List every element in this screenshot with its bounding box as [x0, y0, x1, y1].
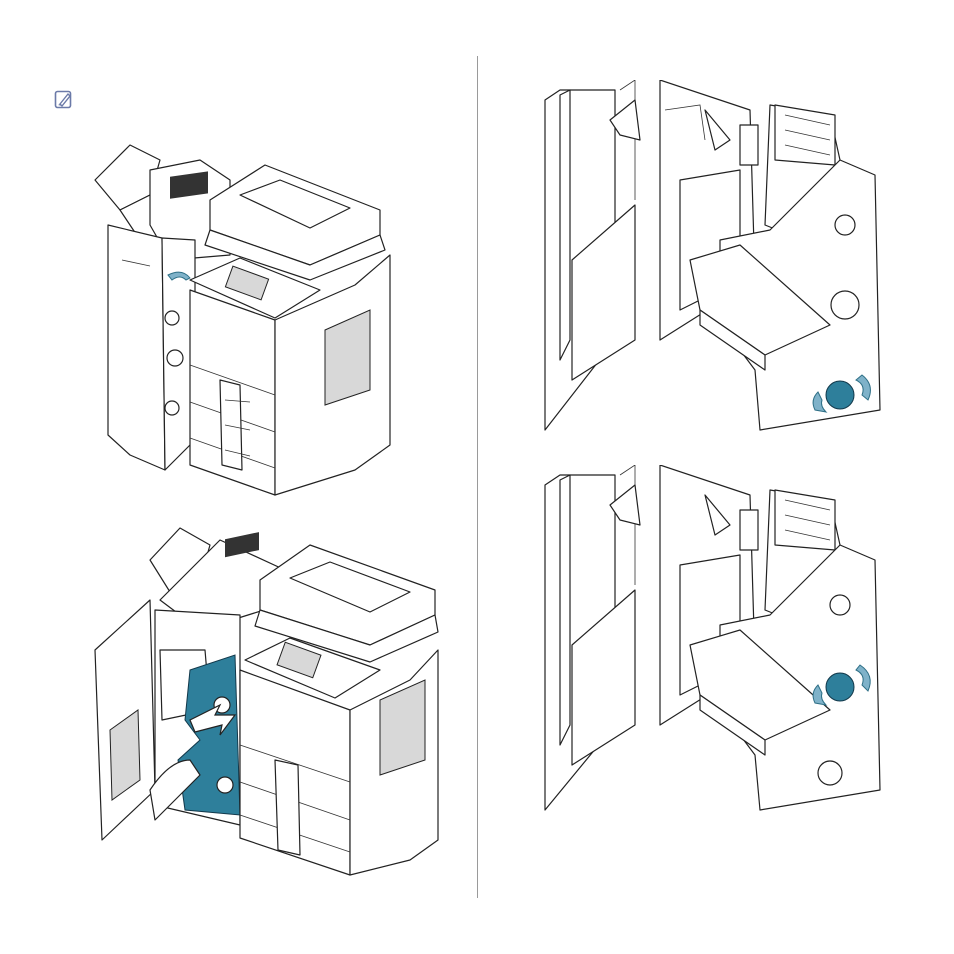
figure-finisher-panel-pull	[90, 520, 440, 880]
figure-knob-rotate-lower	[540, 80, 885, 435]
column-divider	[477, 56, 478, 898]
figure-printer-finisher-door-open	[90, 140, 395, 505]
figure-knob-rotate-middle	[540, 465, 885, 815]
note-pencil-icon	[54, 90, 74, 110]
